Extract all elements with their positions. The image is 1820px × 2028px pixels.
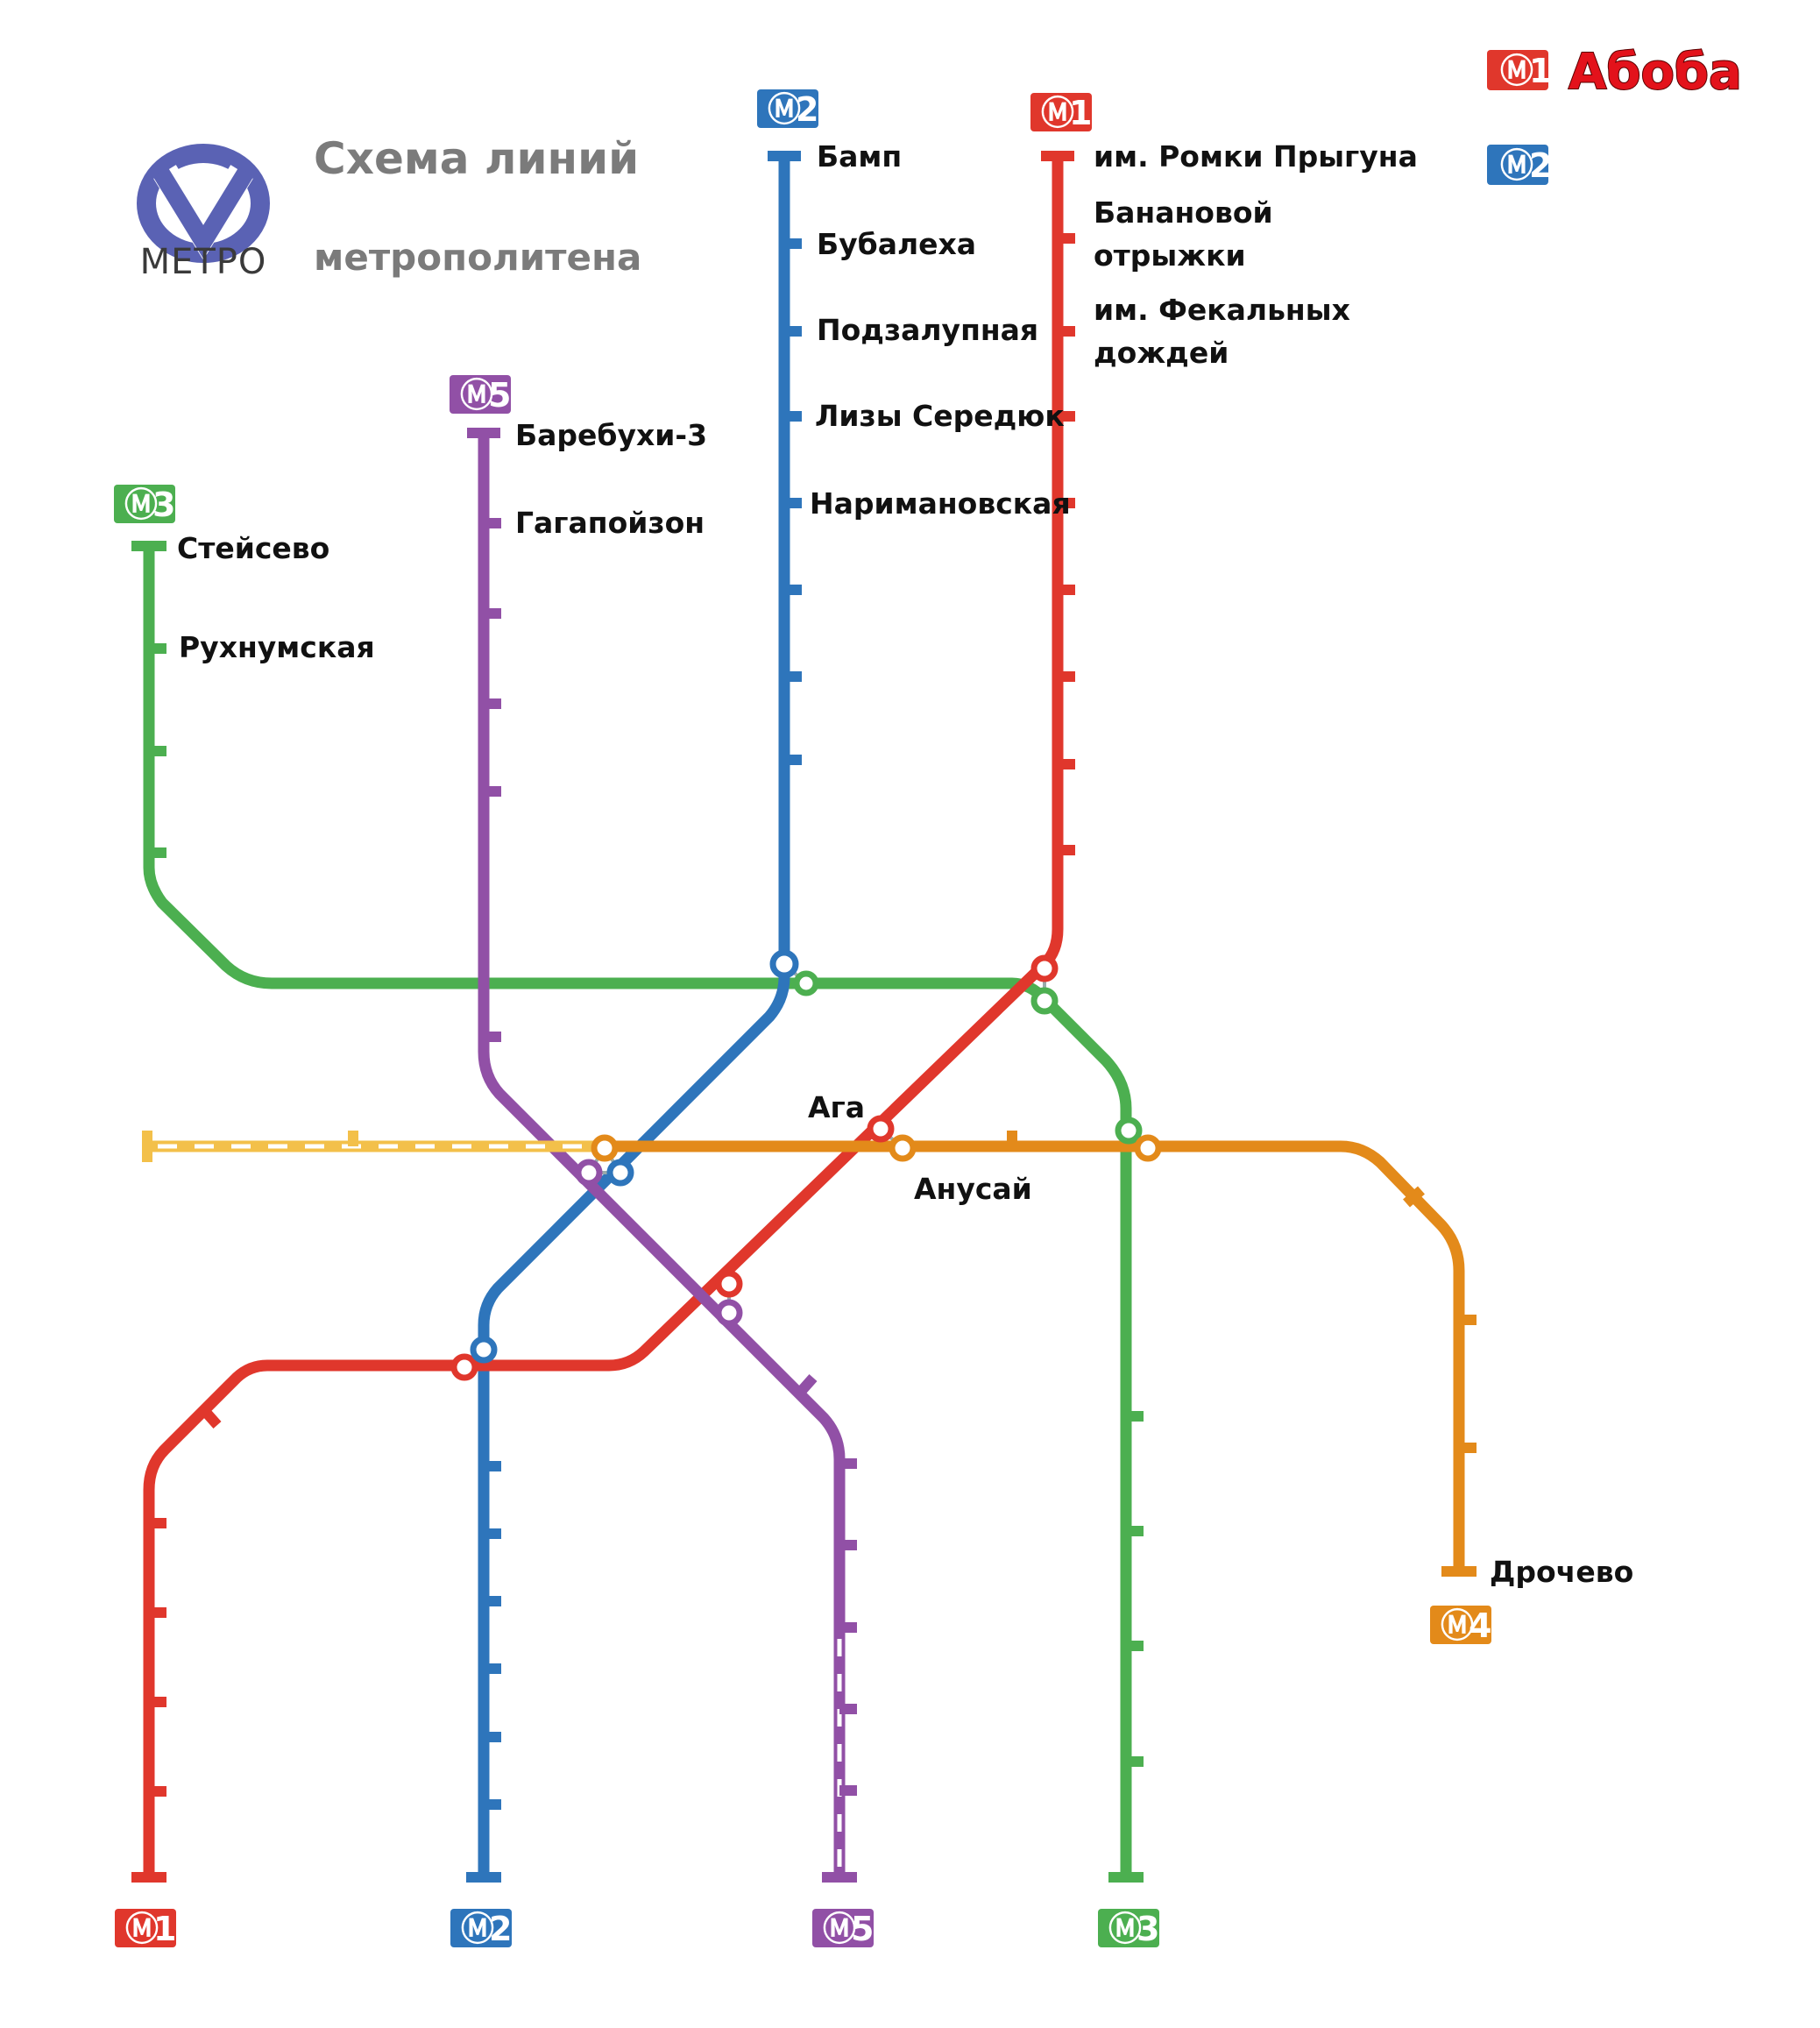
station-label[interactable]: им. Фекальных <box>1094 293 1350 327</box>
tick <box>199 1406 222 1429</box>
map-title-line1: Схема линий <box>314 133 639 184</box>
svg-text:3: 3 <box>152 486 175 524</box>
line5-badge-bottom: Ⓜ 5 <box>812 1909 874 1948</box>
svg-text:Ⓜ: Ⓜ <box>768 90 801 129</box>
line3-badge-bottom: Ⓜ 3 <box>1098 1909 1159 1948</box>
interchange-triple-center[interactable] <box>575 1134 634 1187</box>
termini <box>131 151 1477 1883</box>
station-label[interactable]: Анусай <box>914 1172 1032 1206</box>
svg-text:Ⓜ: Ⓜ <box>1041 94 1074 132</box>
line-badges: Ⓜ 2 Ⓜ 1 Ⓜ 5 Ⓜ 3 Ⓜ 4 Ⓜ 1 Ⓜ <box>114 89 1491 1948</box>
metro-logo-text: МЕТРО <box>140 242 267 282</box>
station-label[interactable]: Лизы Середюк <box>815 399 1065 433</box>
interchange-green-orange[interactable] <box>1115 1117 1162 1162</box>
svg-text:1: 1 <box>1069 94 1092 132</box>
interchange-red-green[interactable] <box>1030 954 1059 1015</box>
line3-badge-top: Ⓜ 3 <box>114 485 175 524</box>
station-label[interactable]: им. Ромки Прыгуна <box>1094 139 1418 174</box>
station-label[interactable]: Баребухи-3 <box>515 418 707 452</box>
interchange-aga-anusay[interactable] <box>867 1115 917 1162</box>
svg-text:Ⓜ: Ⓜ <box>460 376 493 415</box>
line5-badge-top: Ⓜ 5 <box>450 375 511 415</box>
line4-badge-bottom: Ⓜ 4 <box>1430 1606 1491 1645</box>
station-label[interactable]: Дрочево <box>1490 1555 1633 1589</box>
svg-text:Ⓜ: Ⓜ <box>461 1910 494 1948</box>
line5-route <box>478 433 846 1626</box>
station-labels: Бамп Бубалеха Подзалупная Лизы Середюк Н… <box>177 139 1633 1589</box>
line1-badge-bottom: Ⓜ 1 <box>115 1909 176 1948</box>
station-label[interactable]: Ага <box>808 1090 865 1124</box>
interchange-red-purple[interactable] <box>715 1270 743 1327</box>
line1-route <box>143 156 1064 1877</box>
svg-text:5: 5 <box>488 376 511 415</box>
line2-route <box>478 156 790 1877</box>
station-label[interactable]: отрыжки <box>1094 238 1246 273</box>
svg-text:4: 4 <box>1469 1606 1491 1645</box>
interchange-red-blue[interactable] <box>450 1336 498 1381</box>
legend-blue-metro-icon: Ⓜ <box>1500 146 1533 185</box>
line2-badge-top: Ⓜ 2 <box>757 89 818 129</box>
legend-blue-badge <box>1487 145 1548 185</box>
map-title-line2: метрополитена <box>314 236 641 279</box>
svg-text:Ⓜ: Ⓜ <box>1441 1606 1474 1645</box>
svg-text:5: 5 <box>851 1910 874 1948</box>
metro-logo: МЕТРО <box>137 144 270 282</box>
interchange-blue-green[interactable] <box>769 949 819 996</box>
station-label[interactable]: Стейсево <box>177 531 329 565</box>
interchanges <box>450 949 1162 1381</box>
station-ticks <box>149 233 1477 1810</box>
svg-text:2: 2 <box>796 90 818 129</box>
tick <box>1403 1186 1425 1208</box>
station-label[interactable]: Рухнумская <box>179 630 375 664</box>
legend-blue-badge-number: 2 <box>1529 146 1552 185</box>
station-label[interactable]: Наримановская <box>810 486 1071 521</box>
line3-route <box>143 546 1132 1877</box>
legend: Ⓜ 1 Абоба Ⓜ 2 <box>1487 43 1743 185</box>
station-label[interactable]: Гагапойзон <box>515 506 705 540</box>
svg-text:Ⓜ: Ⓜ <box>124 486 158 524</box>
station-label[interactable]: дождей <box>1094 336 1229 370</box>
svg-text:Ⓜ: Ⓜ <box>125 1910 159 1948</box>
tick <box>795 1374 818 1397</box>
svg-text:Ⓜ: Ⓜ <box>1108 1910 1142 1948</box>
line4-route <box>605 1140 1465 1571</box>
legend-red-badge <box>1487 50 1548 90</box>
legend-red-badge-number: 1 <box>1529 52 1552 90</box>
legend-red-label: Абоба <box>1569 44 1742 101</box>
station-label[interactable]: Подзалупная <box>817 313 1038 347</box>
station-label[interactable]: Банановой <box>1094 195 1273 230</box>
svg-text:Ⓜ: Ⓜ <box>823 1910 856 1948</box>
station-label[interactable]: Бубалеха <box>817 227 976 261</box>
line2-badge-bottom: Ⓜ 2 <box>450 1909 512 1948</box>
svg-text:3: 3 <box>1137 1910 1159 1948</box>
station-label[interactable]: Бамп <box>817 139 902 174</box>
svg-text:1: 1 <box>153 1910 176 1948</box>
legend-red-metro-icon: Ⓜ <box>1500 52 1533 90</box>
svg-text:2: 2 <box>489 1910 512 1948</box>
line1-badge-top: Ⓜ 1 <box>1030 93 1092 132</box>
